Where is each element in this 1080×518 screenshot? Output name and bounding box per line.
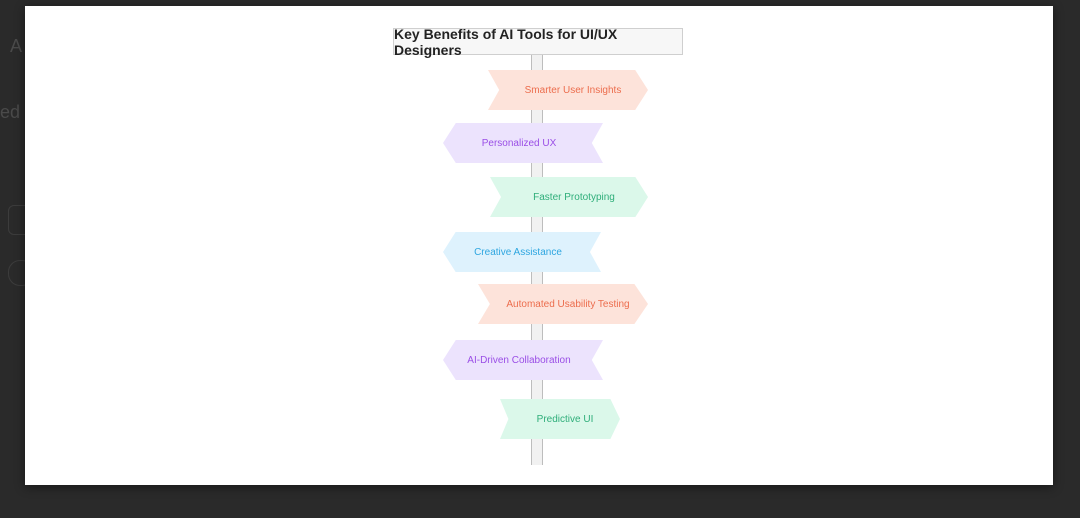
- signpost-diagram: Key Benefits of AI Tools for UI/UX Desig…: [25, 6, 1053, 485]
- sign-label: AI-Driven Collaboration: [467, 354, 571, 366]
- background-heading-fragment: A: [10, 36, 23, 56]
- sign-smarter-user-insights: Smarter User Insights: [488, 70, 648, 110]
- sign-label: Predictive UI: [536, 413, 594, 425]
- sign-label: Creative Assistance: [474, 246, 562, 258]
- sign-label: Smarter User Insights: [524, 84, 622, 96]
- image-lightbox[interactable]: Key Benefits of AI Tools for UI/UX Desig…: [25, 6, 1053, 485]
- sign-label: Automated Usability Testing: [506, 298, 630, 310]
- background-text-fragment: ed: [0, 102, 21, 122]
- diagram-title: Key Benefits of AI Tools for UI/UX Desig…: [393, 26, 683, 58]
- sign-creative-assistance: Creative Assistance: [443, 232, 601, 272]
- sign-label: Personalized UX: [481, 137, 557, 149]
- sign-ai-driven-collaboration: AI-Driven Collaboration: [443, 340, 603, 380]
- sign-label: Faster Prototyping: [533, 191, 615, 203]
- sign-automated-usability-testing: Automated Usability Testing: [478, 284, 648, 324]
- sign-predictive-ui: Predictive UI: [500, 399, 620, 439]
- sign-personalized-ux: Personalized UX: [443, 123, 603, 163]
- sign-faster-prototyping: Faster Prototyping: [490, 177, 648, 217]
